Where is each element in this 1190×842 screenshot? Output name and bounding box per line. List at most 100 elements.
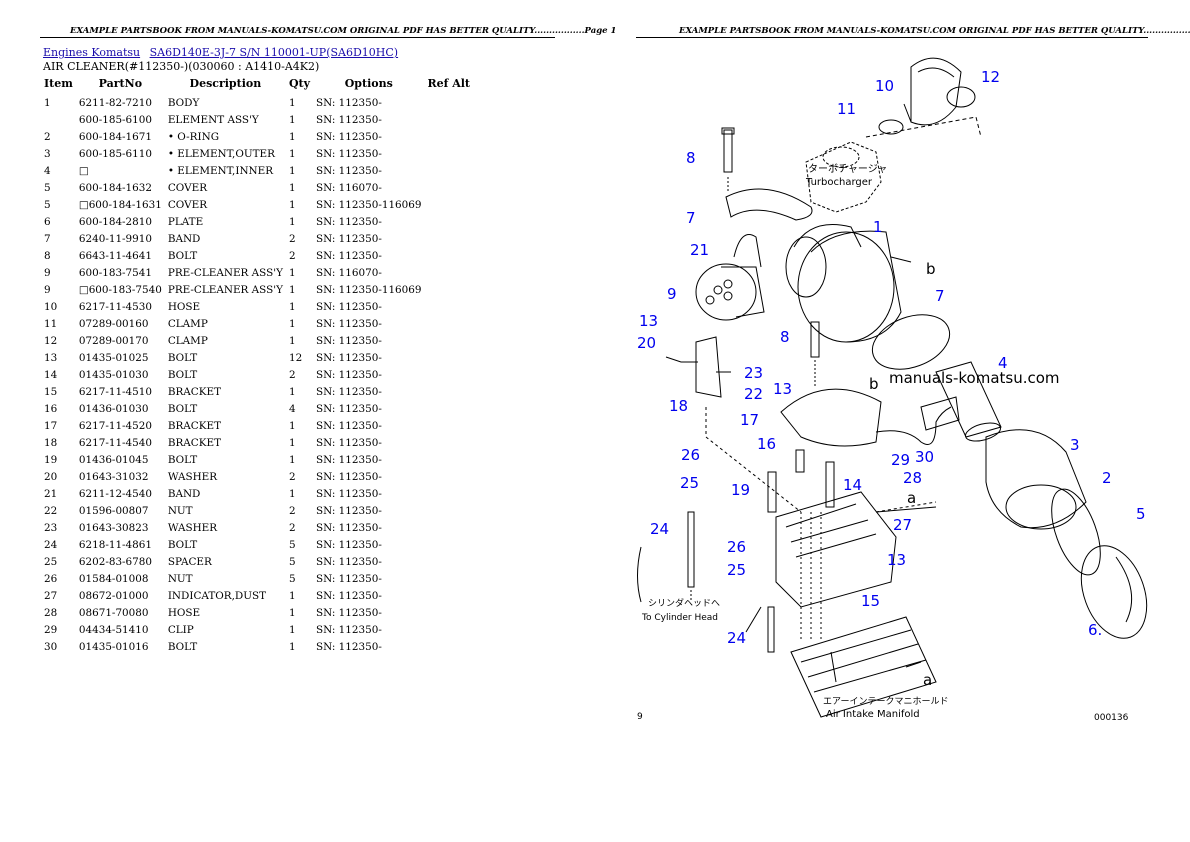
element-outer (985, 429, 1087, 529)
breadcrumb-link-model[interactable]: SA6D140E-3J-7 S/N 110001-UP(SA6D10HC) (149, 46, 399, 59)
cell-options: SN: 112350-116069 (316, 283, 422, 296)
cell-partno: 600-184-2810 (78, 215, 153, 228)
cell-partno: 600-185-6110 (78, 147, 153, 160)
diagram-watermark: manuals-komatsu.com (889, 369, 1060, 387)
col-header-partno: PartNo (98, 76, 143, 90)
cell-refalt (425, 247, 474, 264)
cell-description: BRACKET (167, 385, 222, 398)
manifold-label-jp: エアーインテークマニホールド (823, 696, 948, 707)
cell-item: 7 (44, 232, 51, 245)
cell-options: SN: 112350- (316, 334, 382, 347)
page1-header-rule (40, 37, 555, 38)
cell-refalt (425, 400, 474, 417)
o-ring (1051, 488, 1101, 576)
band-7-top (725, 188, 813, 221)
cell-partno: 600-184-1632 (78, 181, 153, 194)
cell-description: NUT (167, 572, 193, 585)
cell-refalt (425, 519, 474, 536)
reference-b-right: b (926, 260, 936, 278)
callout-13-top: 13 (639, 312, 658, 330)
callout-12: 12 (981, 68, 1000, 86)
bracket-17 (780, 388, 882, 447)
cell-partno: 6202-83-6780 (78, 555, 153, 568)
cell-qty: 1 (288, 198, 296, 211)
cell-item: 5 (44, 181, 51, 194)
turbocharger-outline (805, 141, 882, 213)
cell-qty: 5 (288, 555, 296, 568)
cell-partno: 600-185-6100 (78, 113, 153, 126)
cell-partno: 6218-11-4861 (78, 538, 153, 551)
cell-refalt (425, 383, 474, 400)
callout-7-mid: 7 (935, 287, 945, 305)
cell-options: SN: 116070- (316, 266, 382, 279)
cell-item: 2 (44, 130, 51, 143)
page-corner-number: 9 (637, 712, 643, 722)
callout-9: 9 (667, 285, 677, 303)
breadcrumb: Engines Komatsu SA6D140E-3J-7 S/N 110001… (43, 46, 404, 59)
clamp-12 (946, 86, 976, 108)
cell-qty: 1 (288, 113, 296, 126)
cell-description: COVER (167, 198, 208, 211)
breadcrumb-link-engines[interactable]: Engines Komatsu (43, 46, 141, 59)
cell-item: 21 (44, 487, 58, 500)
cell-description: SPACER (167, 555, 212, 568)
cell-options: SN: 112350- (316, 351, 382, 364)
cell-refalt (425, 451, 474, 468)
cell-refalt (425, 536, 474, 553)
cell-description: HOSE (167, 606, 201, 619)
callout-25-low: 25 (727, 561, 746, 579)
cell-partno: 04434-51410 (78, 623, 149, 636)
cell-options: SN: 112350- (316, 113, 382, 126)
col-header-item: Item (44, 76, 73, 90)
page1-header: EXAMPLE PARTSBOOK FROM MANUALS-KOMATSU.C… (70, 26, 617, 36)
cell-refalt (425, 468, 474, 485)
parts-table: Item PartNo Description Qty Options Ref … (41, 76, 473, 655)
cell-description: • ELEMENT,INNER (167, 164, 274, 177)
cell-qty: 1 (288, 147, 296, 160)
cell-qty: 1 (288, 181, 296, 194)
cell-item: 4 (44, 164, 51, 177)
callout-27: 27 (893, 516, 912, 534)
bolt-8-top (721, 127, 735, 173)
cell-partno: 01436-01030 (78, 402, 149, 415)
cell-partno: 01643-31032 (78, 470, 149, 483)
cell-qty: 2 (288, 470, 296, 483)
bolt-24-left (687, 511, 695, 588)
cell-options: SN: 112350- (316, 402, 382, 415)
cell-refalt (425, 94, 474, 111)
cell-refalt (425, 621, 474, 638)
bracket-18 (695, 336, 722, 398)
cell-options: SN: 112350- (316, 521, 382, 534)
manifold-label-en: Air Intake Manifold (826, 709, 920, 720)
cell-refalt (425, 230, 474, 247)
cell-options: SN: 112350- (316, 555, 382, 568)
cell-description: BOLT (167, 453, 198, 466)
callout-4: 4 (998, 354, 1008, 372)
cell-options: SN: 112350- (316, 368, 382, 381)
cell-item: 9 (44, 266, 51, 279)
cover (1080, 545, 1148, 639)
cell-item: 19 (44, 453, 58, 466)
cell-options: SN: 112350- (316, 249, 382, 262)
air-intake-manifold (790, 616, 937, 718)
callout-8-top: 8 (686, 149, 696, 167)
cell-refalt (425, 485, 474, 502)
cell-partno: 01435-01030 (78, 368, 149, 381)
cell-qty: 1 (288, 164, 296, 177)
cell-description: BOLT (167, 402, 198, 415)
callout-13-low: 13 (887, 551, 906, 569)
cell-partno: 08672-01000 (78, 589, 149, 602)
